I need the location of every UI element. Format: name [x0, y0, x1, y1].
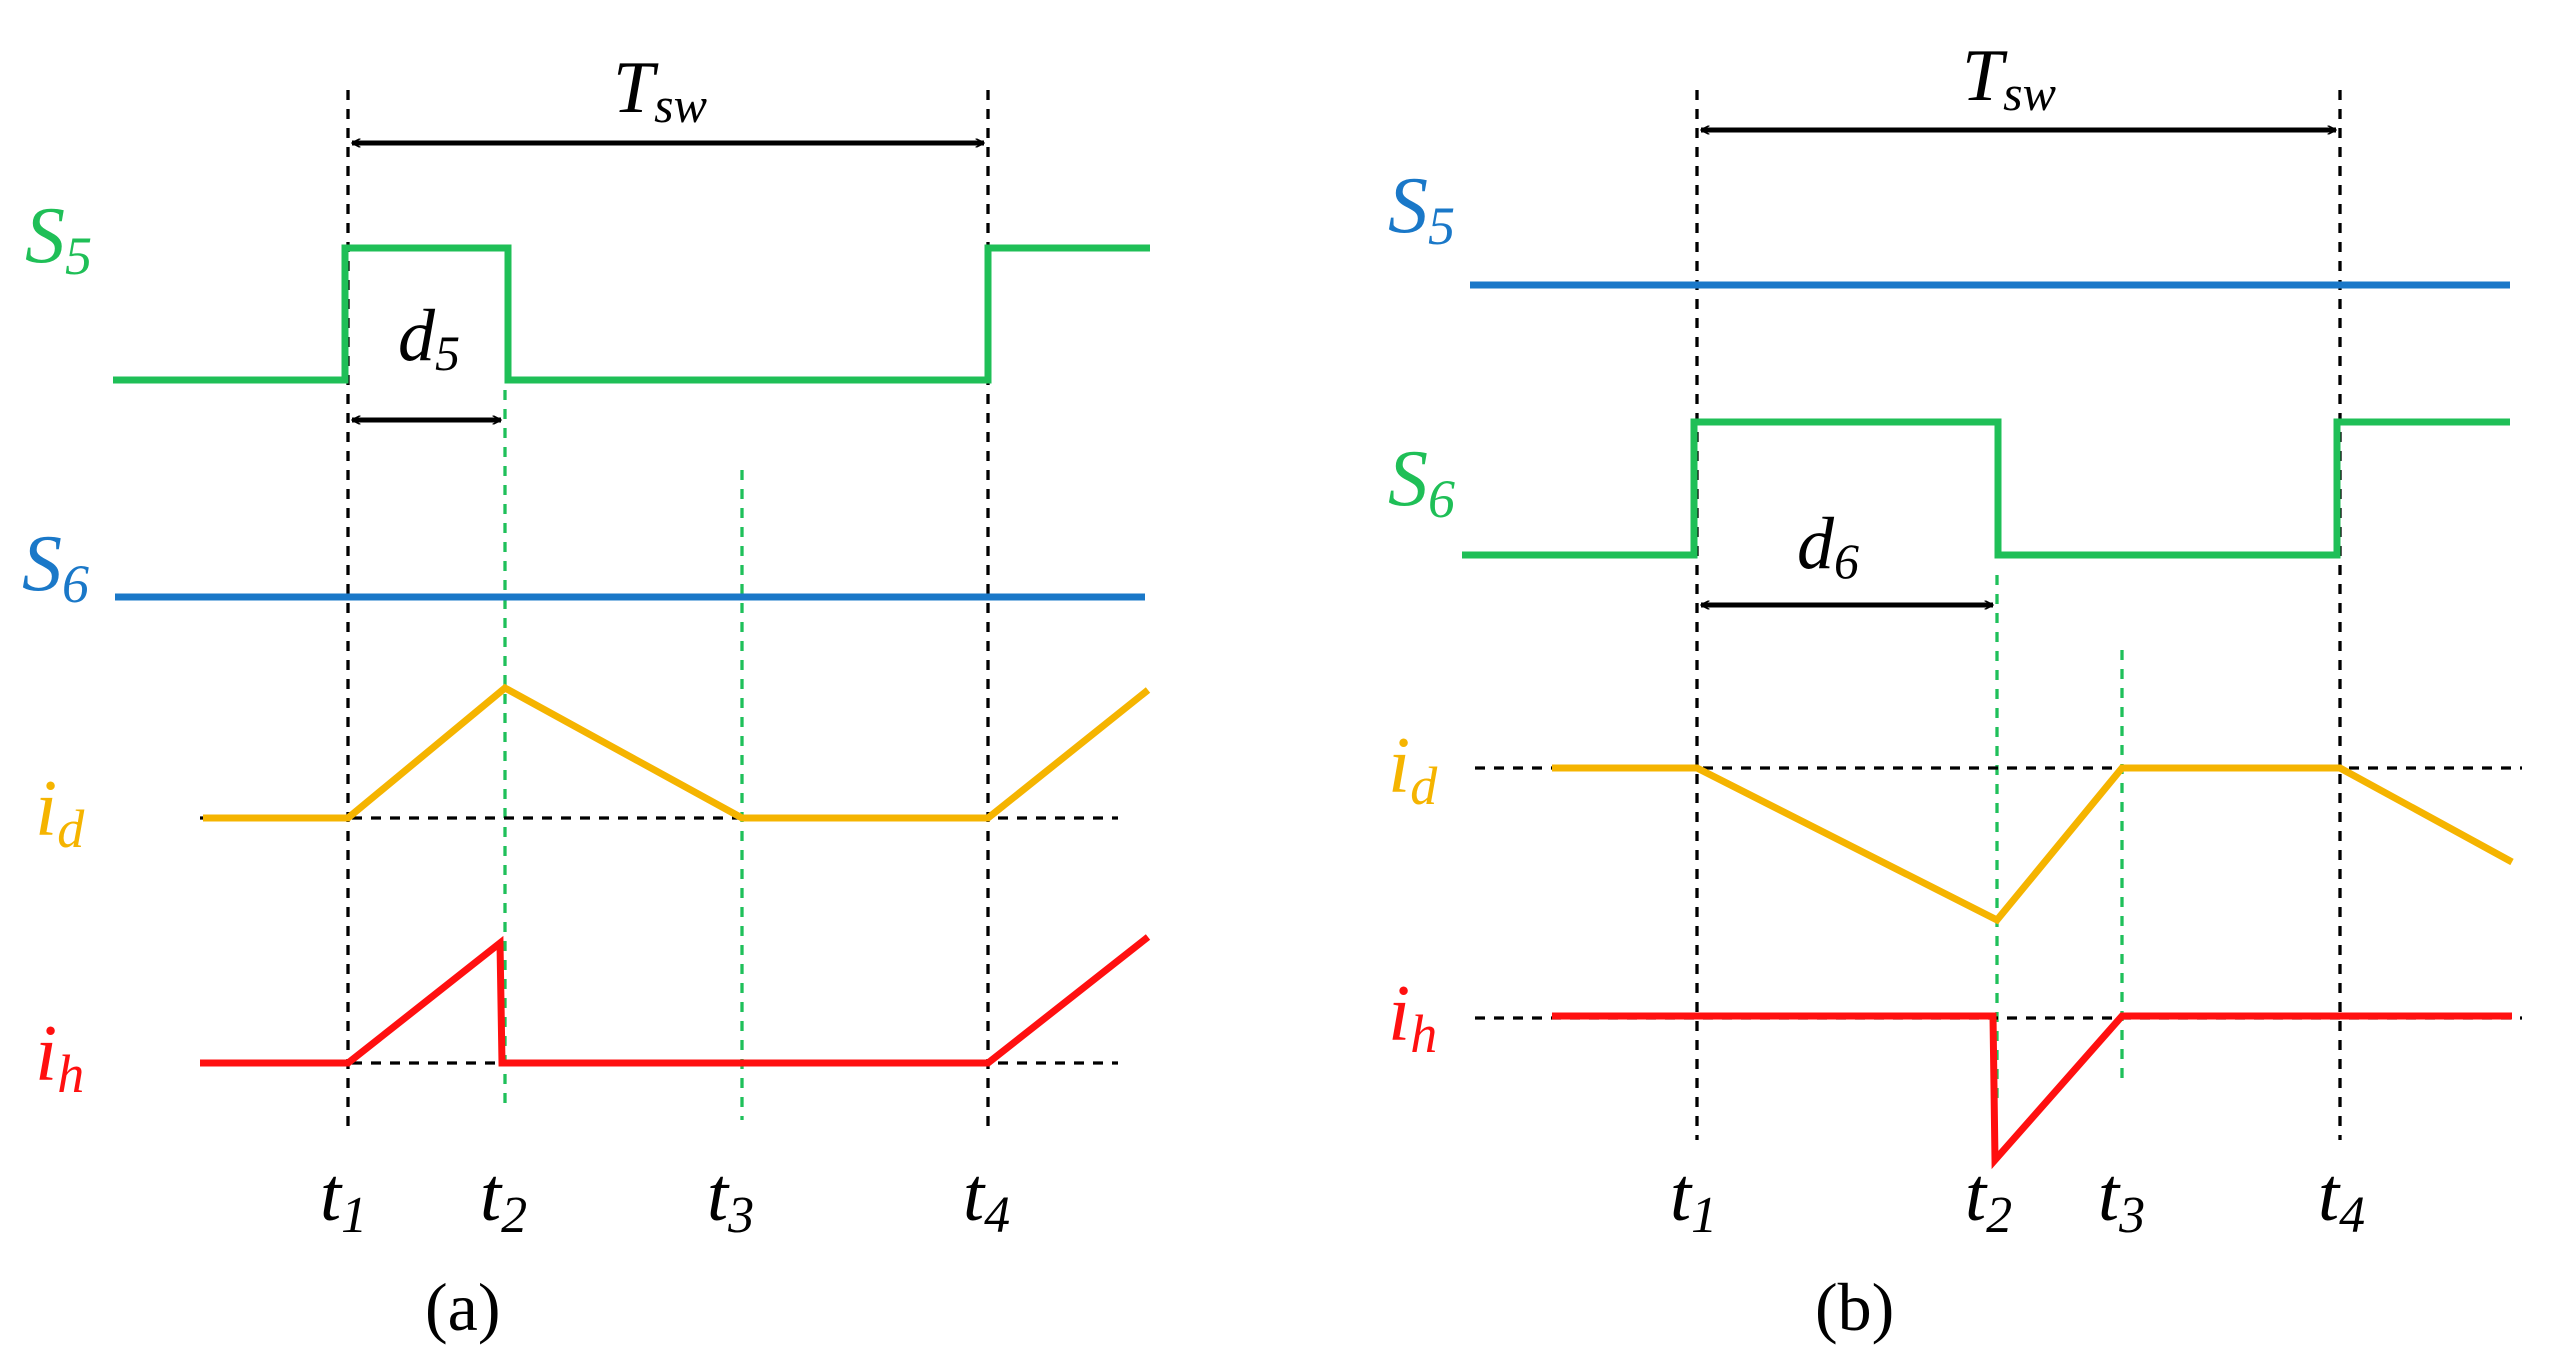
t2-label-b: t2: [1965, 1153, 2012, 1244]
s6-label-b: S6: [1388, 435, 1455, 529]
ih-waveform-a: [200, 934, 1151, 1067]
ih-label-b: ih: [1388, 970, 1437, 1064]
t4-label-b: t4: [2318, 1153, 2365, 1244]
s5-label-a: S5: [25, 192, 92, 286]
d5-label: d5: [398, 295, 460, 381]
d6-label: d6: [1797, 503, 1859, 589]
id-waveform-b: [1552, 764, 2514, 925]
t3-label-a: t3: [707, 1153, 754, 1244]
s6-label-a: S6: [22, 520, 89, 614]
tsw-label-b: Tsw: [1962, 35, 2056, 121]
id-waveform-a: [203, 683, 1151, 822]
t4-label-a: t4: [963, 1153, 1010, 1244]
t2-label-a: t2: [480, 1153, 527, 1244]
s6-waveform-b: [1462, 418, 2510, 559]
t1-label-b: t1: [1670, 1153, 1717, 1244]
s5-label-b: S5: [1388, 162, 1455, 256]
id-label-b: id: [1388, 722, 1438, 816]
caption-a: (a): [425, 1269, 500, 1345]
t3-label-b: t3: [2098, 1153, 2145, 1244]
ih-waveform-b: [1552, 1012, 2512, 1170]
panel-b: Tsw S5 S6 d6 id ih t1 t2: [1388, 35, 2522, 1345]
s5-waveform-a: [113, 244, 1150, 384]
t1-label-a: t1: [320, 1153, 367, 1244]
panel-a: Tsw S5 d5 S6 id ih t1 t2: [22, 47, 1151, 1345]
id-label-a: id: [35, 765, 85, 859]
caption-b: (b): [1815, 1269, 1894, 1345]
tsw-label-a: Tsw: [613, 47, 707, 133]
ih-label-a: ih: [35, 1010, 84, 1104]
